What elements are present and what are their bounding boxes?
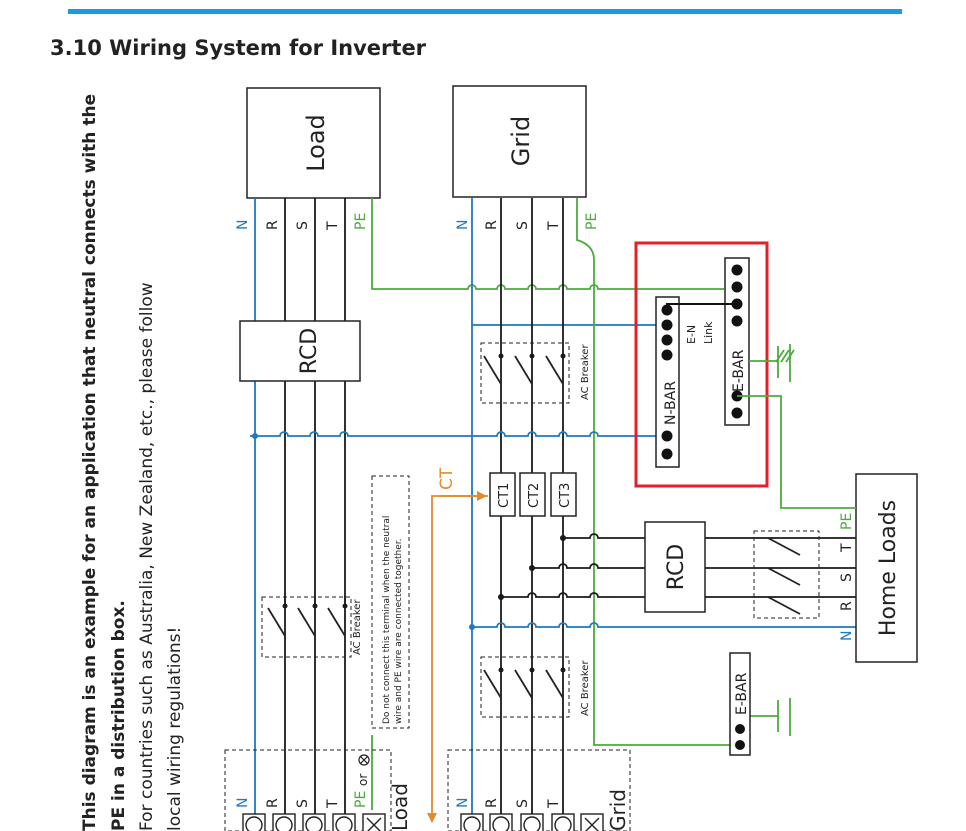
load-rcd: RCD: [239, 320, 361, 382]
grid-box-label: Grid: [507, 116, 535, 166]
side-note: This diagram is an example for an applic…: [80, 94, 185, 831]
grid-box: Grid: [452, 85, 587, 198]
note-line-2: PE in a distribution box.: [109, 600, 129, 831]
inverter-grid-label: Grid: [606, 789, 630, 831]
inv-load-label-n: N: [235, 798, 251, 808]
home-rcd-label: RCD: [664, 544, 689, 591]
home-label-n: N: [839, 631, 855, 641]
inverter-grid-terminals: N R S T Grid: [447, 749, 631, 831]
home-terminal-labels: N R S T PE: [839, 513, 855, 641]
distribution-box-highlight: [634, 241, 769, 488]
load-label-t: T: [325, 221, 341, 231]
inverter-load-terminals: N R S T PE or Load: [224, 749, 412, 831]
ground-symbols: [775, 344, 795, 736]
grid-ac-breaker-upper: AC Breaker: [480, 342, 591, 404]
grid-label-r: R: [484, 220, 500, 230]
grid-ac-breaker-upper-label: AC Breaker: [580, 344, 591, 400]
inv-grid-label-t: T: [546, 799, 562, 809]
note-line-3: For countries such as Australia, New Zea…: [137, 282, 157, 831]
inv-load-label-t: T: [325, 799, 341, 809]
en-link-line-2: Link: [702, 321, 715, 344]
inv-grid-label-r: R: [484, 798, 500, 808]
home-label-t: T: [839, 543, 855, 553]
grid-ac-breaker-lower-label: AC Breaker: [580, 660, 591, 716]
note-line-1: This diagram is an example for an applic…: [80, 94, 100, 831]
header-accent-bar: [68, 9, 902, 14]
home-ac-breaker: [753, 530, 820, 619]
n-bar-label: N-BAR: [663, 381, 679, 425]
load-label-n: N: [235, 220, 251, 230]
inv-load-label-or: or: [356, 774, 370, 786]
e-bar-lower-label: E-BAR: [734, 672, 750, 715]
load-label-pe: PE: [353, 213, 369, 230]
inv-load-label-pe: PE: [353, 791, 369, 808]
warning-note: Do not connect this terminal when the ne…: [371, 475, 410, 729]
inv-grid-label-s: S: [515, 799, 531, 808]
grid-label-s: S: [515, 221, 531, 230]
ct2-label: CT2: [527, 483, 542, 508]
home-branch-wires: [472, 533, 856, 628]
load-label-s: S: [295, 221, 311, 230]
n-bar: N-BAR: [655, 296, 680, 468]
home-label-s: S: [839, 573, 855, 582]
home-loads-box: Home Loads: [855, 473, 918, 663]
grid-label-n: N: [455, 220, 471, 230]
load-box: Load: [246, 87, 381, 199]
e-bar-lower: E-BAR: [729, 652, 751, 756]
load-ac-breaker: AC Breaker: [261, 596, 363, 658]
note-line-4: local wiring regulations!: [165, 627, 185, 831]
inv-load-label-s: S: [295, 799, 311, 808]
home-rcd: RCD: [644, 521, 706, 613]
load-terminal-labels: N R S T PE: [235, 213, 369, 231]
warning-line-2: wire and PE wire are connected together.: [394, 539, 404, 724]
load-rcd-label: RCD: [297, 328, 322, 375]
grid-terminal-labels: N R S T PE: [455, 213, 600, 231]
home-loads-label: Home Loads: [876, 500, 901, 636]
earth-wires: [737, 360, 856, 717]
ct-boxes: CT1 CT2 CT3: [489, 472, 577, 517]
e-bar-main: E-BAR: [724, 257, 750, 426]
e-bar-main-label: E-BAR: [731, 349, 747, 392]
ct1-label: CT1: [497, 483, 512, 508]
grid-ac-breaker-lower: AC Breaker: [480, 656, 591, 718]
inv-load-label-r: R: [265, 798, 281, 808]
home-label-r: R: [839, 601, 855, 611]
ct3-label: CT3: [558, 483, 573, 508]
neutral-bus-line: [250, 431, 660, 437]
load-ac-breaker-label: AC Breaker: [352, 599, 363, 655]
inv-grid-label-n: N: [455, 798, 471, 808]
pe-or-symbol-icon: [358, 754, 370, 766]
en-link: E-N Link: [666, 303, 737, 344]
inverter-load-label: Load: [388, 783, 412, 831]
load-box-label: Load: [302, 114, 330, 172]
grid-label-t: T: [546, 221, 562, 231]
load-label-r: R: [265, 220, 281, 230]
grid-label-pe: PE: [584, 213, 600, 230]
en-link-line-1: E-N: [685, 325, 698, 344]
ct-label: CT: [437, 467, 457, 490]
warning-line-1: Do not connect this terminal when the ne…: [382, 516, 392, 724]
ct-line: CT: [427, 467, 488, 823]
section-title: 3.10 Wiring System for Inverter: [50, 36, 427, 60]
home-label-pe: PE: [839, 513, 855, 530]
